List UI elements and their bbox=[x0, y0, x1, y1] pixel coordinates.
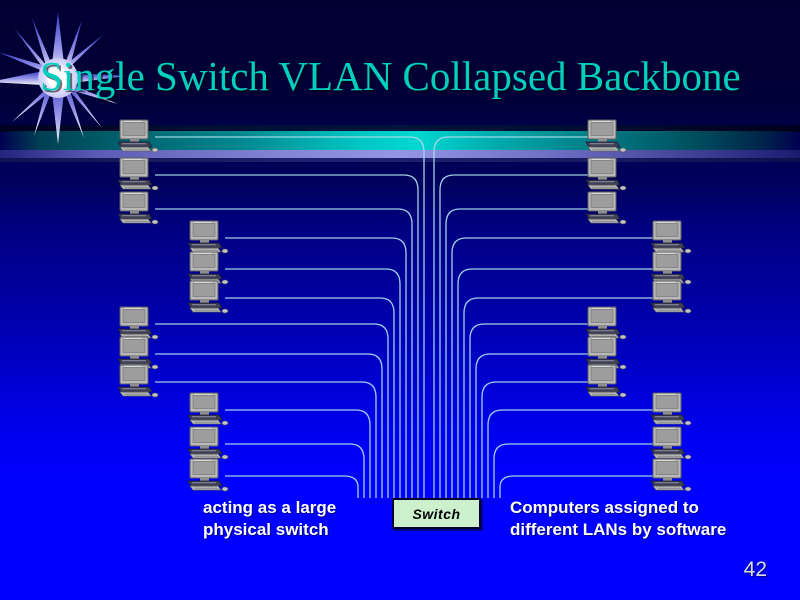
accent-line-lavender bbox=[0, 150, 800, 158]
caption-left-line2: physical switch bbox=[203, 520, 329, 539]
caption-right-line2: different LANs by software bbox=[510, 520, 727, 539]
cable-group-left bbox=[155, 136, 425, 498]
accent-band-shadow bbox=[0, 125, 800, 132]
cable-group-right bbox=[433, 136, 665, 498]
caption-left-line1: acting as a large bbox=[203, 498, 337, 517]
caption-right: Computers assigned to different LANs by … bbox=[510, 497, 800, 541]
caption-right-line1: Computers assigned to bbox=[510, 498, 699, 517]
switch-device-box[interactable]: Switch bbox=[392, 498, 481, 529]
caption-left: acting as a large physical switch bbox=[203, 497, 378, 541]
accent-line-lavender-secondary bbox=[0, 158, 800, 162]
switch-label: Switch bbox=[412, 505, 461, 522]
page-number: 42 bbox=[743, 558, 767, 581]
page-title: Single Switch VLAN Collapsed Backbone bbox=[40, 53, 741, 99]
